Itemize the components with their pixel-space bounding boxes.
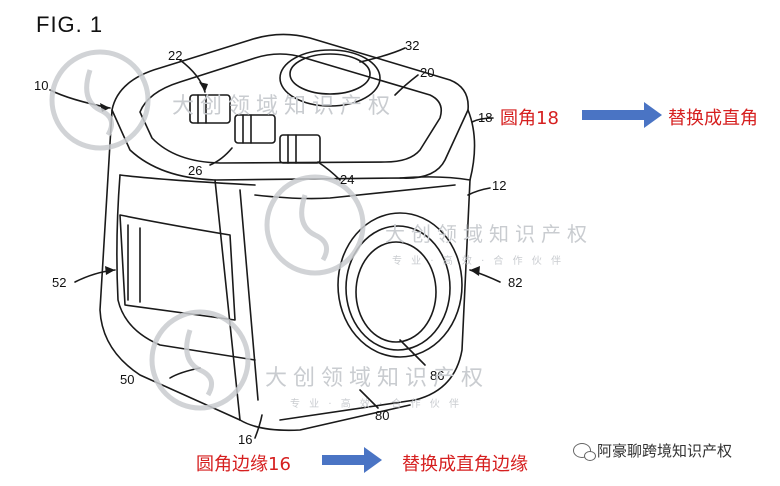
top-face-outline — [111, 33, 469, 181]
watermark-subtext-2: 专 业 · 高 效 · 合 作 伙 伴 — [392, 256, 564, 267]
button-22 — [189, 94, 231, 124]
ref-52: 52 — [52, 275, 67, 290]
watermark-text-3: 大创领域知识产权 — [265, 366, 490, 391]
arrow-bottom-shaft — [322, 455, 364, 465]
ref-12: 12 — [492, 178, 507, 193]
source-badge-label: 阿豪聊跨境知识产权 — [597, 442, 733, 460]
ref-82: 82 — [508, 275, 523, 290]
ref-10: 10 — [34, 78, 49, 93]
watermark-subtext-3: 专 业 · 高 效 · 合 作 伙 伴 — [290, 399, 462, 410]
dial-82 — [337, 212, 463, 358]
dome-32 — [279, 49, 381, 107]
ref-20: 20 — [420, 65, 435, 80]
ref-86: 86 — [430, 368, 445, 383]
left-face-inner — [116, 174, 256, 361]
watermark-seal-2 — [264, 174, 366, 276]
right-face-outline — [279, 176, 471, 421]
figure-title: FIG. 1 — [36, 12, 104, 37]
front-edge — [214, 179, 241, 421]
left-face-outline — [99, 109, 241, 421]
rounded-edge-18 — [467, 109, 476, 181]
ref-26: 26 — [188, 163, 203, 178]
ref-22: 22 — [168, 48, 183, 63]
watermark-text-2: 大创领域知识产权 — [385, 222, 593, 246]
note-replace-right-angle-edge: 替换成直角边缘 — [402, 454, 528, 475]
arrow-bottom-head — [364, 447, 382, 473]
ref-32: 32 — [405, 38, 420, 53]
ref-24: 24 — [340, 172, 355, 187]
arrows — [322, 102, 662, 473]
rounded-edge-16 — [239, 404, 411, 432]
note-round-edge-16: 圆角边缘16 — [196, 454, 291, 475]
ref-80: 80 — [375, 408, 390, 423]
note-round-corner-18: 圆角18 — [500, 108, 559, 129]
watermark-seal-3 — [149, 309, 251, 411]
watermark-seal-1 — [49, 49, 151, 151]
arrow-top-head — [644, 102, 662, 128]
ref-16: 16 — [238, 432, 253, 447]
ref-50: 50 — [120, 372, 135, 387]
watermark-text-1: 大创领域知识产权 — [172, 94, 397, 119]
button-24 — [279, 134, 321, 164]
arrow-top-shaft — [582, 110, 644, 120]
note-replace-right-angle: 替换成直角 — [668, 108, 758, 129]
ref-18: 18 — [478, 110, 493, 125]
source-badge: 阿豪聊跨境知识产权 — [573, 440, 732, 461]
slider-52 — [119, 214, 236, 321]
top-face-inner — [139, 53, 443, 164]
button-26 — [234, 114, 276, 144]
wechat-icon — [573, 443, 596, 461]
dial-86 — [355, 241, 437, 343]
